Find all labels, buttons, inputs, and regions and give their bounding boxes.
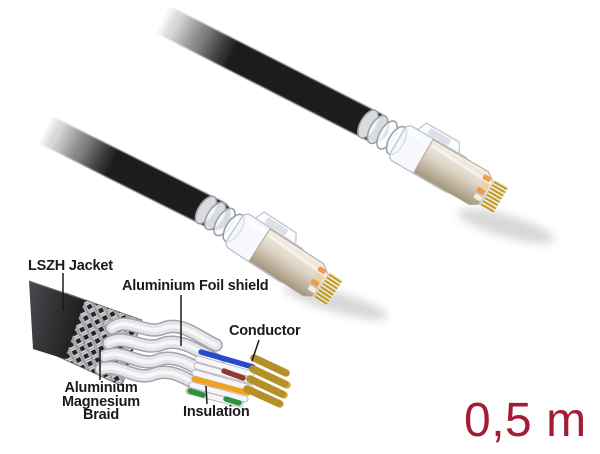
diagram-jacket (29, 281, 85, 359)
diagram-jacket-edge (28, 280, 86, 301)
shadow-right-connector (457, 208, 555, 244)
cable-length-label: 0,5 m (464, 394, 587, 447)
braid-label: Aluminium Magnesium Braid (62, 380, 140, 423)
jacket-label: LSZH Jacket (28, 258, 113, 274)
insulation-label: Insulation (183, 404, 250, 420)
cable-construction-diagram (28, 273, 291, 408)
conductor-label: Conductor (229, 323, 301, 339)
leader-line-conductor (251, 339, 260, 362)
cable-lower (27, 113, 231, 230)
leader-line-insulation (205, 385, 208, 405)
diagram-leader-lines (62, 273, 260, 405)
diagram-wire-pairs (185, 349, 256, 408)
rj45-connector-right (350, 92, 518, 220)
diagram-conductors (243, 354, 291, 408)
foil-shield-label: Aluminium Foil shield (122, 278, 269, 294)
cable-upper (145, 3, 389, 142)
